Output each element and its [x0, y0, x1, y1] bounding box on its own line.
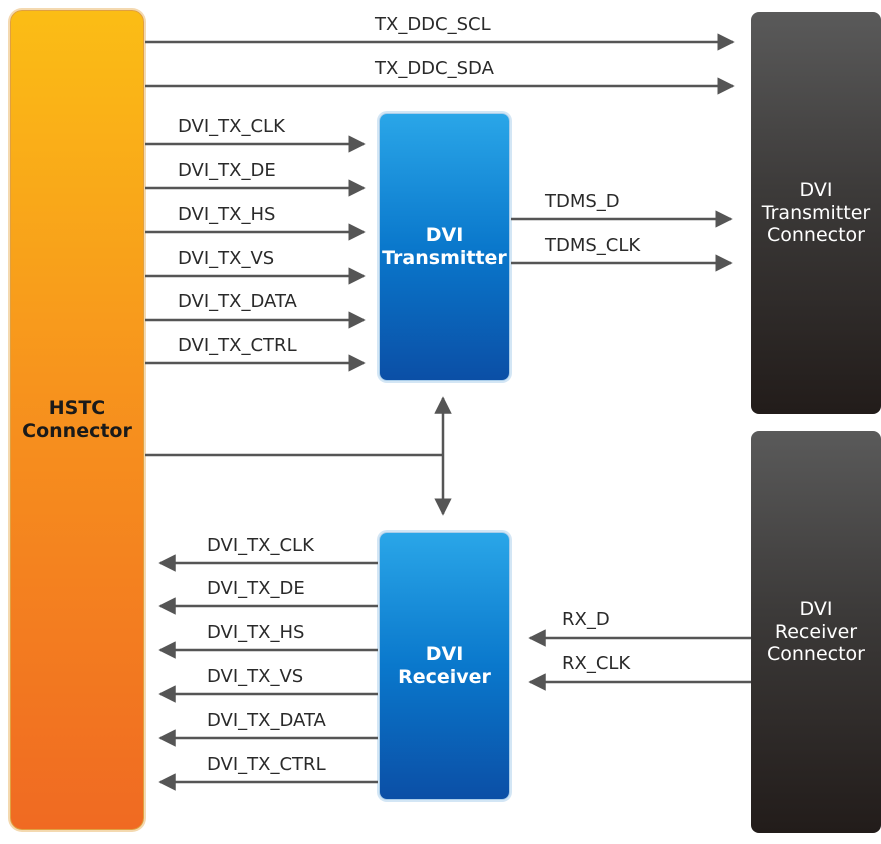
tx-ddc-sda-label: TX_DDC_SDA: [375, 58, 494, 79]
dvi-receiver-label-line1: DVI: [425, 643, 464, 666]
rx-connector-label-line3: Connector: [767, 643, 865, 666]
rx-d-label: RX_D: [562, 609, 610, 630]
rx-out-label-de: DVI_TX_DE: [207, 578, 305, 599]
tx-ddc-scl-label: TX_DDC_SCL: [375, 14, 491, 35]
hstc-label-line2: Connector: [22, 420, 132, 442]
rx-out-label-data: DVI_TX_DATA: [207, 710, 326, 731]
dvi-transmitter-label-line2: Transmitter: [382, 247, 507, 269]
rx-connector-label-line1: DVI: [799, 597, 833, 620]
tx-in-label-de: DVI_TX_DE: [178, 160, 276, 181]
tdms-clk-label: TDMS_CLK: [545, 235, 641, 256]
hstc-label-line1: HSTC: [48, 397, 106, 420]
rx-out-label-vs: DVI_TX_VS: [207, 666, 304, 687]
rx-out-label-hs: DVI_TX_HS: [207, 622, 305, 643]
dvi-receiver-block: DVI Receiver: [379, 532, 510, 800]
dvi-transmitter-connector-block: DVI Transmitter Connector: [751, 12, 881, 414]
rx-connector-label-line2: Receiver: [774, 620, 858, 643]
tx-in-label-ctrl: DVI_TX_CTRL: [178, 335, 297, 356]
tx-connector-label-line2: Transmitter: [761, 201, 871, 224]
tdms-d-label: TDMS_D: [545, 191, 620, 212]
tx-in-label-hs: DVI_TX_HS: [178, 204, 276, 225]
dvi-transmitter-label-line1: DVI: [425, 224, 464, 247]
dvi-receiver-label-line2: Receiver: [398, 666, 491, 688]
dvi-receiver-connector-block: DVI Receiver Connector: [751, 431, 881, 833]
tx-in-label-clk: DVI_TX_CLK: [178, 116, 285, 137]
tx-connector-label-line3: Connector: [767, 224, 865, 247]
rx-out-label-ctrl: DVI_TX_CTRL: [207, 754, 326, 775]
rx-out-label-clk: DVI_TX_CLK: [207, 535, 314, 556]
tx-connector-label-line1: DVI: [799, 178, 833, 201]
rx-clk-label: RX_CLK: [562, 653, 631, 674]
dvi-transmitter-block: DVI Transmitter: [379, 113, 510, 381]
tx-in-label-vs: DVI_TX_VS: [178, 248, 275, 269]
hstc-connector-block: HSTC Connector: [10, 10, 144, 830]
tx-in-label-data: DVI_TX_DATA: [178, 291, 297, 312]
